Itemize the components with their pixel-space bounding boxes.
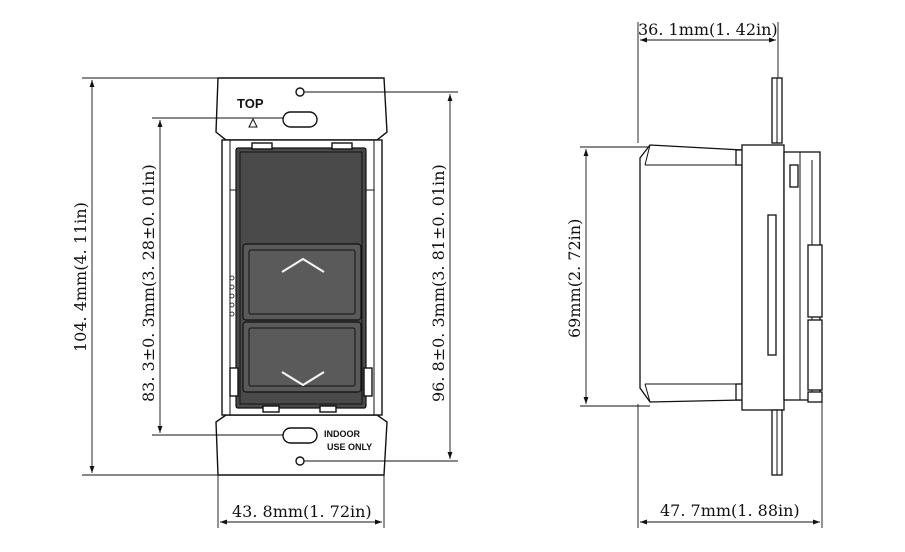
clip-bottom-right xyxy=(319,405,337,413)
housing-edge xyxy=(644,144,651,166)
mounting-hole-small-bottom xyxy=(295,456,305,466)
up-button-face xyxy=(248,249,356,315)
up-button-side xyxy=(807,244,823,318)
triangle-up-icon xyxy=(248,117,258,128)
use-only-label: USE ONLY xyxy=(327,442,372,452)
chevron-up-icon xyxy=(281,257,325,273)
tab-side xyxy=(789,164,799,188)
up-button xyxy=(242,243,362,321)
led-dot xyxy=(229,311,235,317)
dim-text-width: 43. 8mm(1. 72in) xyxy=(232,502,372,521)
yoke-slot xyxy=(767,214,777,356)
mounting-hole-small-top xyxy=(295,87,305,97)
yoke-side xyxy=(741,144,785,411)
side-notch-left xyxy=(229,367,239,397)
dim-text-overall-height: 104. 4mm(4. 11in) xyxy=(71,202,90,352)
down-button-face xyxy=(248,327,356,387)
led-dot xyxy=(229,284,235,290)
led-dot xyxy=(229,275,235,281)
dim-text-side-height: 69mm(2. 72in) xyxy=(565,219,584,338)
indoor-label: INDOOR xyxy=(324,429,361,439)
top-label: TOP xyxy=(237,96,264,111)
device-bezel xyxy=(239,151,363,405)
dim-text-inner-spacing: 83. 3±0. 3mm(3. 28±0. 01in) xyxy=(139,164,158,402)
front-view: TOP INDOOR USE ONLY 104. 4mm(4. 11in) 83… xyxy=(71,77,458,528)
chevron-down-icon xyxy=(281,371,325,387)
led-dot xyxy=(229,302,235,308)
dim-text-outer-spacing: 96. 8±0. 3mm(3. 81±0. 01in) xyxy=(429,164,448,402)
side-view: 36. 1mm(1. 42in) 69mm(2. 72in) 47. 7mm(1… xyxy=(565,20,823,528)
dim-text-top-depth: 36. 1mm(1. 42in) xyxy=(638,20,778,39)
dim-text-bottom-depth: 47. 7mm(1. 88in) xyxy=(660,501,800,520)
clip-top-right xyxy=(331,142,353,150)
clip-top-left xyxy=(251,142,273,150)
mounting-slot-bottom xyxy=(282,427,318,444)
housing-edge xyxy=(644,383,651,403)
led-indicators xyxy=(229,275,235,317)
mounting-slot-top xyxy=(282,111,318,128)
down-button xyxy=(242,321,362,393)
down-button-side xyxy=(807,319,823,391)
led-dot xyxy=(229,293,235,299)
housing-outline xyxy=(639,144,743,403)
side-notch-right xyxy=(363,367,373,397)
clip-bottom-left xyxy=(262,405,280,413)
bottom-foot-side xyxy=(807,391,823,403)
